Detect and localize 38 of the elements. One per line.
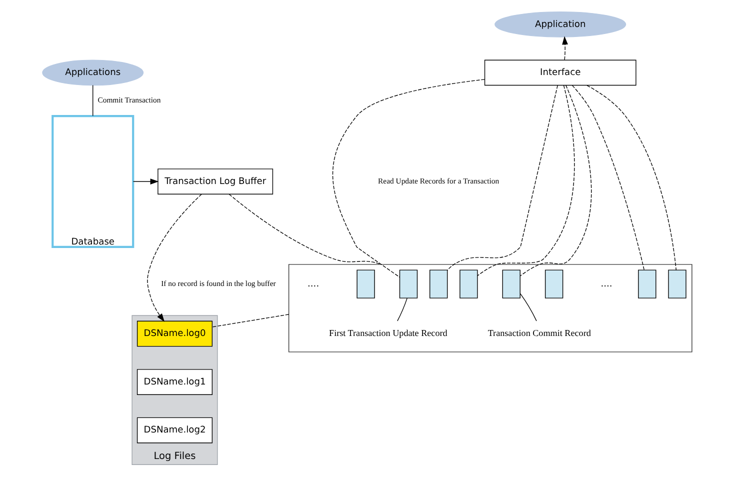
node-box	[668, 269, 686, 298]
node-ellipse: Applications	[42, 59, 144, 86]
connector	[571, 84, 644, 270]
node-box	[428, 269, 448, 298]
connector	[211, 314, 289, 327]
node-box: Database	[51, 114, 134, 248]
connector	[446, 84, 558, 270]
connector	[228, 193, 382, 264]
node-box: Interface	[484, 59, 636, 86]
node-box: Transaction Log Buffer	[157, 168, 273, 194]
edge-label: Commit Transaction	[97, 95, 160, 104]
connector	[92, 84, 93, 116]
label: ....	[307, 278, 319, 289]
cluster	[288, 264, 692, 352]
connector	[476, 84, 574, 276]
node-box: DSName.log2	[136, 416, 212, 443]
node-text: First Transaction Update Record	[328, 328, 447, 338]
node-box: DSName.log0	[136, 320, 212, 346]
arrow	[132, 178, 158, 184]
arrow	[146, 193, 202, 322]
edge-label: If no record is found in the log buffer	[160, 278, 276, 288]
node-box	[544, 269, 563, 298]
label: Read Update Records for a Transaction	[378, 176, 499, 185]
label: ....	[600, 278, 612, 289]
node-box	[356, 269, 374, 298]
node-text: Transaction Commit Record	[487, 328, 590, 338]
node-box	[459, 269, 478, 298]
node-box	[502, 269, 520, 298]
node-box	[638, 269, 656, 298]
connector	[332, 78, 484, 277]
connector	[519, 84, 592, 276]
arrow	[562, 36, 568, 60]
node-ellipse: Application	[494, 10, 626, 37]
node-box: DSName.log1	[136, 368, 212, 394]
connector	[519, 292, 536, 321]
connector	[586, 84, 676, 270]
connector	[396, 297, 407, 321]
node-box	[398, 269, 418, 298]
